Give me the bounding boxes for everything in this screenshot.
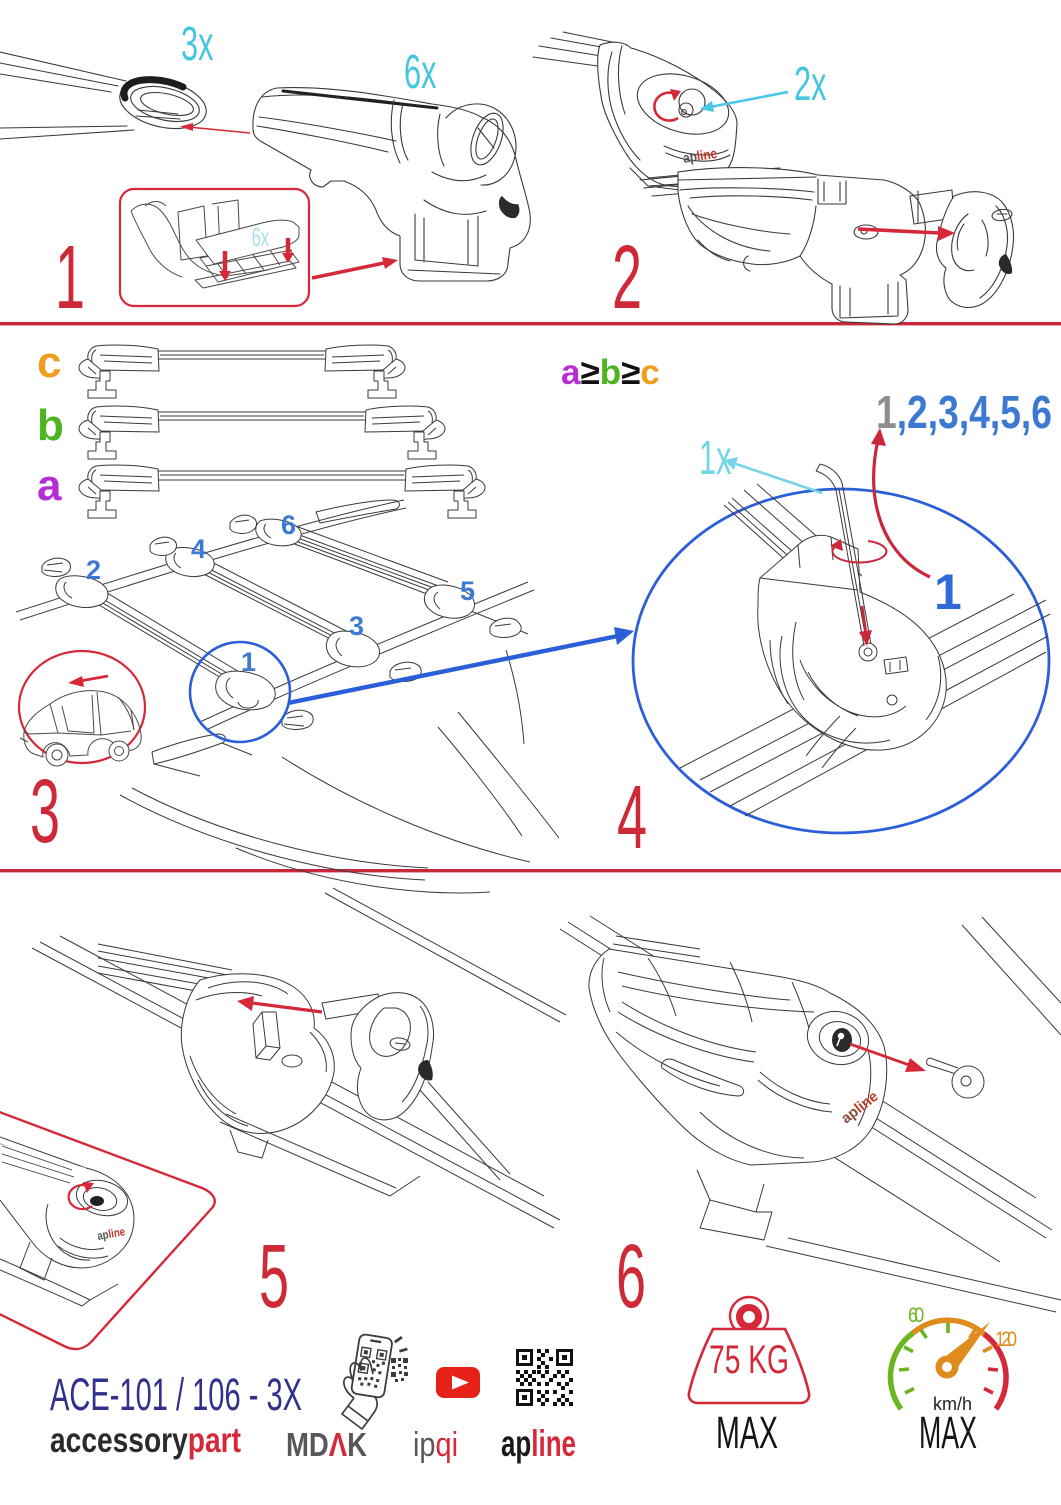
svg-text:4: 4: [617, 767, 647, 868]
svg-text:6x: 6x: [252, 222, 270, 252]
svg-text:MDΛK: MDΛK: [286, 1426, 367, 1463]
svg-text:apline: apline: [682, 145, 718, 166]
svg-text:MAX: MAX: [716, 1407, 778, 1458]
svg-text:1: 1: [55, 227, 85, 328]
svg-text:ACE-101 / 106 - 3X: ACE-101 / 106 - 3X: [50, 1369, 302, 1420]
svg-text:1: 1: [934, 564, 962, 620]
svg-text:2: 2: [86, 555, 101, 585]
svg-text:ipqi: ipqi: [413, 1426, 458, 1464]
svg-text:c: c: [37, 338, 61, 387]
svg-text:b: b: [37, 401, 64, 450]
svg-text:a≥b≥c: a≥b≥c: [561, 353, 660, 392]
svg-text:60: 60: [908, 1304, 924, 1328]
svg-text:3: 3: [349, 611, 364, 641]
svg-text:5: 5: [460, 576, 475, 606]
svg-text:MAX: MAX: [919, 1407, 977, 1458]
svg-text:1: 1: [241, 647, 256, 677]
svg-text:1,2,3,4,5,6: 1,2,3,4,5,6: [876, 386, 1052, 438]
svg-text:2x: 2x: [794, 57, 826, 111]
svg-text:apline: apline: [501, 1423, 576, 1464]
svg-text:120: 120: [995, 1328, 1017, 1352]
svg-text:3: 3: [30, 761, 60, 862]
svg-text:6: 6: [616, 1226, 646, 1327]
svg-text:1x: 1x: [699, 431, 731, 485]
svg-text:5: 5: [259, 1226, 289, 1327]
svg-text:accessorypart: accessorypart: [50, 1421, 241, 1460]
svg-text:2: 2: [612, 227, 642, 328]
svg-text:4: 4: [191, 534, 206, 564]
svg-text:a: a: [37, 461, 62, 510]
svg-text:3x: 3x: [181, 17, 213, 71]
svg-text:km/h: km/h: [933, 1394, 972, 1414]
svg-text:75 KG: 75 KG: [709, 1338, 789, 1382]
svg-text:6: 6: [281, 510, 296, 540]
svg-text:apline: apline: [96, 1224, 126, 1243]
svg-text:6x: 6x: [404, 45, 436, 99]
